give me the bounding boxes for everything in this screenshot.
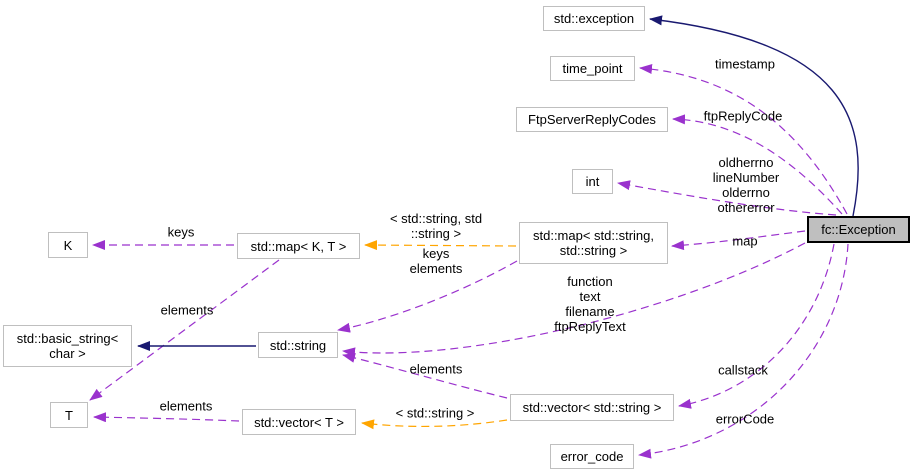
edge-function-group (342, 242, 806, 358)
node-fc-exception: fc::Exception (807, 216, 910, 243)
node-basic-string-char[interactable]: std::basic_string< char > (3, 325, 132, 367)
edge-map (671, 230, 806, 251)
node-std-string[interactable]: std::string (258, 332, 338, 358)
node-map-string-string[interactable]: std::map< std::string, std::string > (519, 222, 668, 264)
edge-timestamp (639, 64, 848, 215)
edge-ftpreplycode (672, 114, 843, 215)
edge-errno-group (617, 180, 837, 216)
node-k: K (48, 232, 88, 258)
edge-template-map-args (364, 240, 517, 251)
node-time-point[interactable]: time_point (550, 56, 635, 81)
edge-keys-elements (337, 260, 518, 333)
node-vector-string[interactable]: std::vector< std::string > (510, 394, 674, 421)
node-t: T (50, 402, 88, 428)
node-map-k-t[interactable]: std::map< K, T > (237, 233, 360, 259)
edge-elements-vector-t (93, 412, 240, 423)
node-ftp-server-reply-codes[interactable]: FtpServerReplyCodes (516, 107, 668, 132)
edge-elements-vector-string (342, 352, 508, 399)
edge-callstack (678, 243, 835, 409)
edge-template-vector-args (361, 419, 508, 430)
edge-errorcode (638, 243, 849, 459)
node-error-code[interactable]: error_code (550, 444, 634, 469)
node-int[interactable]: int (572, 169, 613, 194)
edge-elements-map-t (89, 259, 280, 401)
node-std-exception[interactable]: std::exception (543, 6, 645, 31)
node-vector-t[interactable]: std::vector< T > (242, 409, 356, 435)
edge-inheritance-std-exception (649, 15, 859, 217)
